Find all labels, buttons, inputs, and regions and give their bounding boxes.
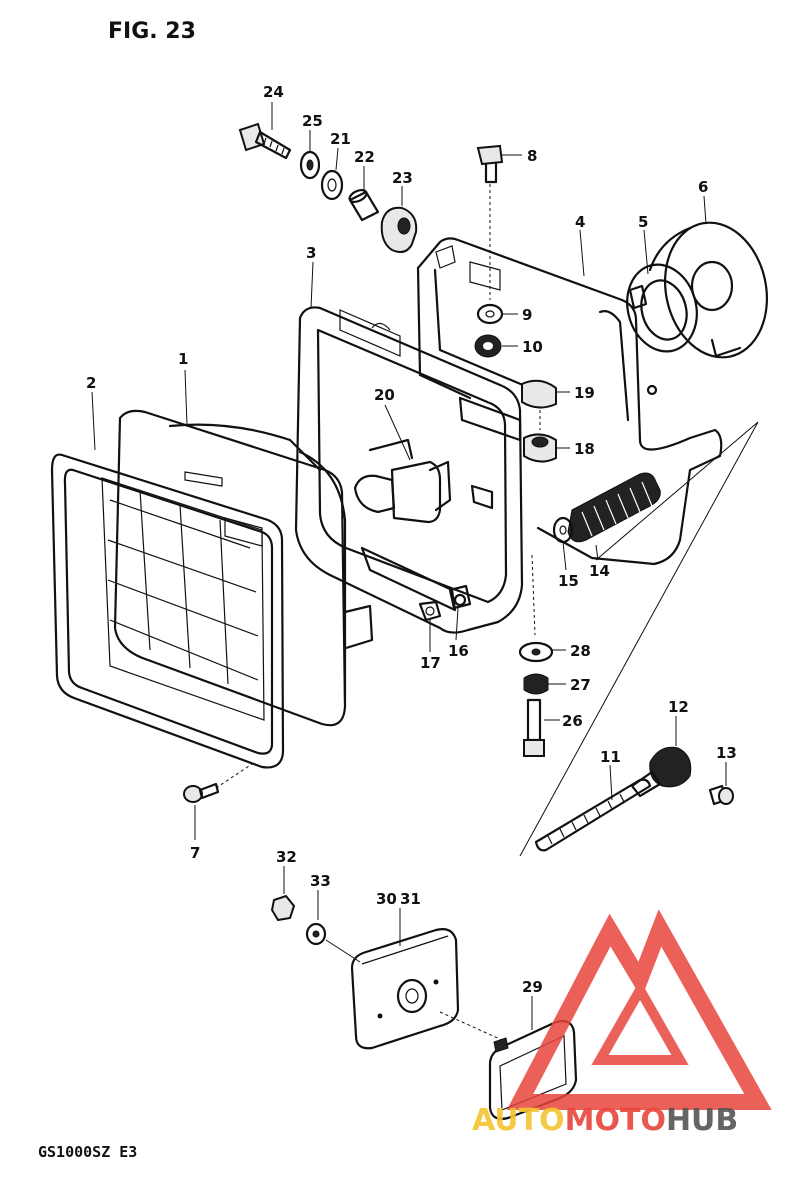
label-part-5: 5 <box>638 213 648 231</box>
part-17-nut <box>418 600 442 652</box>
label-part-16: 16 <box>448 642 469 660</box>
part-28-washer <box>518 641 566 663</box>
label-part-10: 10 <box>522 338 543 356</box>
label-part-13: 13 <box>716 744 737 762</box>
part-2-rim <box>50 453 285 769</box>
part-1-headlamp <box>101 409 374 727</box>
model-label: GS1000SZ E3 <box>38 1143 137 1161</box>
watermark-triangle-icon <box>506 909 772 1110</box>
label-part-15: 15 <box>558 572 579 590</box>
figure-title: FIG. 23 <box>108 19 196 44</box>
part-26-bolt <box>523 698 560 757</box>
part-6-rubber-cap <box>648 221 769 359</box>
watermark-text-hub: HUB <box>666 1103 738 1138</box>
part-19-cushion <box>521 379 570 430</box>
part-5-socket-ring <box>626 263 698 353</box>
part-22-collar <box>348 166 380 222</box>
label-part-19: 19 <box>574 384 595 402</box>
part-16-tab <box>448 584 472 641</box>
part-20-bulb <box>353 404 452 524</box>
part-15-washer <box>552 516 574 571</box>
part-10-nut <box>474 334 518 358</box>
part-14-spring <box>567 472 661 561</box>
part-32-nut <box>270 866 296 922</box>
label-part-17: 17 <box>420 654 441 672</box>
part-24-bolt <box>238 102 292 160</box>
part-13-screw <box>708 762 734 806</box>
part-23-grommet <box>380 186 418 253</box>
label-part-32: 32 <box>276 848 297 866</box>
label-part-14: 14 <box>589 562 610 580</box>
label-part-31: 31 <box>400 890 421 908</box>
watermark-logo <box>506 909 772 1110</box>
watermark-text-auto: AUTO <box>472 1103 565 1138</box>
watermark-inner-triangle-icon <box>591 979 689 1065</box>
part-11-adjuster-screw <box>534 764 652 852</box>
label-part-23: 23 <box>392 169 413 187</box>
part-25-washer <box>299 130 321 180</box>
watermark-text-moto: MOTO <box>565 1103 666 1138</box>
label-part-8: 8 <box>527 147 537 165</box>
part-3-housing-frame <box>294 306 524 634</box>
label-part-33: 33 <box>310 872 331 890</box>
label-part-7: 7 <box>190 844 200 862</box>
part-30-31-lamp-housing <box>350 908 503 1050</box>
part-12-adjuster-knob <box>630 716 692 798</box>
part-18-cushion <box>523 433 570 463</box>
label-part-9: 9 <box>522 306 532 324</box>
part-4-rear-case <box>416 237 723 566</box>
label-part-12: 12 <box>668 698 689 716</box>
label-part-28: 28 <box>570 642 591 660</box>
label-part-1: 1 <box>178 350 188 368</box>
label-part-3: 3 <box>306 244 316 262</box>
label-part-18: 18 <box>574 440 595 458</box>
label-part-2: 2 <box>86 374 96 392</box>
part-8-bolt <box>476 144 522 300</box>
part-33-washer <box>305 890 361 963</box>
label-part-25: 25 <box>302 112 323 130</box>
label-part-21: 21 <box>330 130 351 148</box>
label-part-24: 24 <box>263 83 284 101</box>
label-part-27: 27 <box>570 676 591 694</box>
label-part-29: 29 <box>522 978 543 996</box>
watermark-text: AUTOMOTOHUB <box>472 1103 738 1138</box>
label-part-6: 6 <box>698 178 708 196</box>
part-21-washer <box>320 147 344 201</box>
label-part-22: 22 <box>354 148 375 166</box>
label-part-26: 26 <box>562 712 583 730</box>
part-9-washer <box>476 303 518 325</box>
label-part-4: 4 <box>575 213 585 231</box>
part-27-nut <box>523 673 566 695</box>
label-part-30: 30 <box>376 890 397 908</box>
label-part-11: 11 <box>600 748 621 766</box>
part-7-screw <box>183 763 253 840</box>
label-part-20: 20 <box>374 386 395 404</box>
